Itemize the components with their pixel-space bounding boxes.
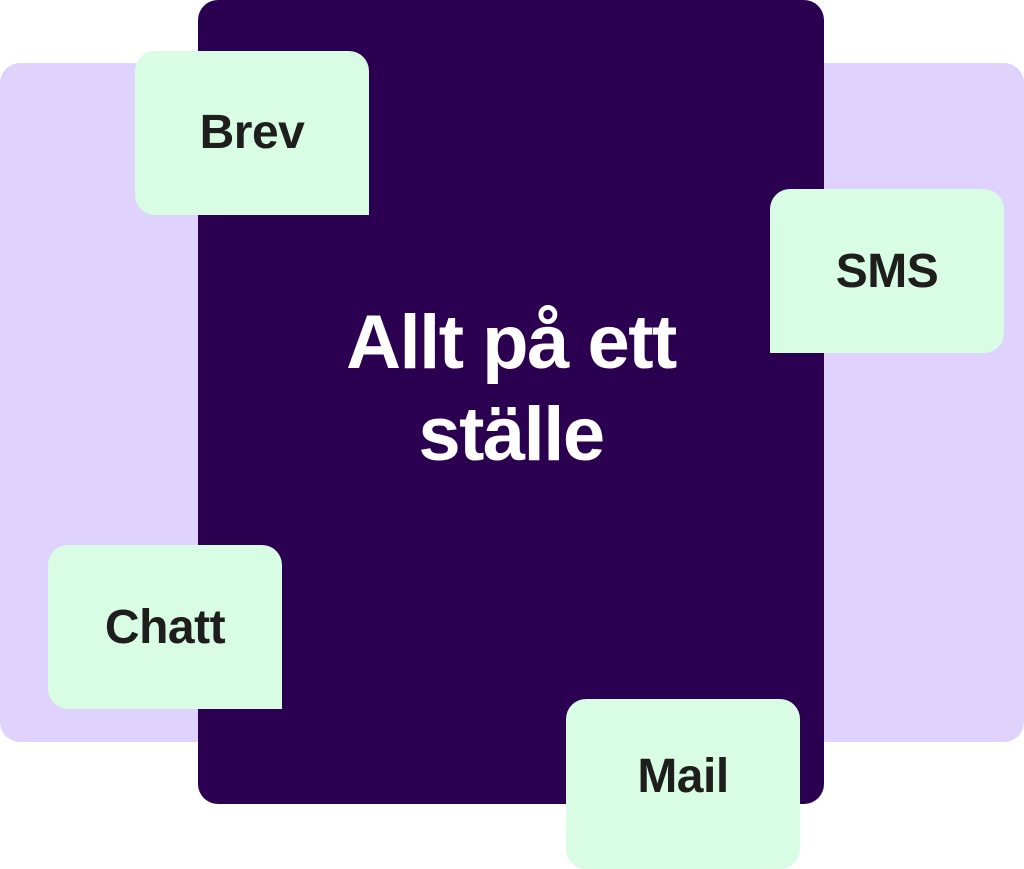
channel-tile-sms: SMS [770,189,1004,353]
channel-label: Mail [637,749,729,803]
channel-tile-chatt: Chatt [48,545,282,709]
channel-tile-brev: Brev [135,51,369,215]
headline: Allt på ett ställe [346,300,677,477]
channel-label: Brev [199,105,305,159]
channel-tile-mail: Mail [566,699,800,869]
channel-label: Chatt [104,600,226,654]
channel-label: SMS [835,244,939,298]
